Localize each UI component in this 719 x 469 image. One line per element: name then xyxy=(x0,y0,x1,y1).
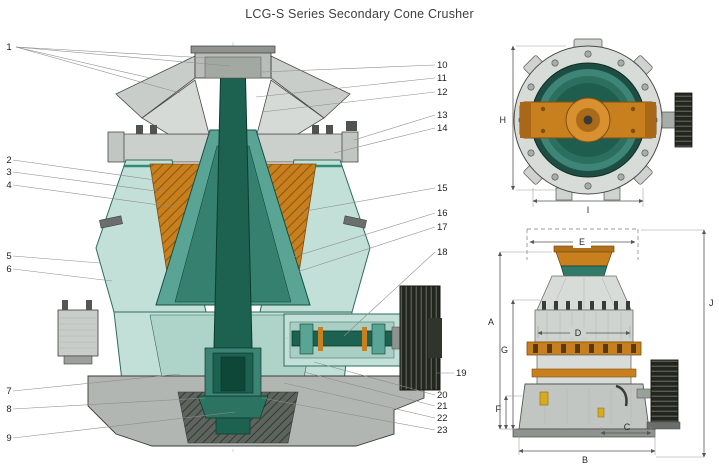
bevel-gear xyxy=(197,395,269,419)
stud-row xyxy=(542,301,630,310)
dim-c-label: C xyxy=(624,422,631,432)
callout-leaders xyxy=(12,46,454,439)
side-view: E A G F J D C xyxy=(488,228,714,465)
callout-12: 12 xyxy=(437,87,448,98)
grease-fitting-icon xyxy=(539,391,549,406)
feed-hopper xyxy=(115,45,351,135)
callout-3: 3 xyxy=(6,167,11,178)
callout-16: 16 xyxy=(437,208,448,219)
callout-17: 17 xyxy=(437,222,448,233)
callout-21: 21 xyxy=(437,401,448,412)
flange-bolt-row xyxy=(533,344,636,353)
callout-23: 23 xyxy=(437,425,448,436)
oil-pipe xyxy=(615,384,628,407)
side-hopper xyxy=(555,251,613,267)
flange-ring xyxy=(526,341,642,356)
page-title: LCG-S Series Secondary Cone Crusher xyxy=(245,7,474,21)
eccentric-assembly xyxy=(204,347,262,397)
main-shaft xyxy=(213,49,253,349)
callout-19: 19 xyxy=(456,368,467,379)
callout-7: 7 xyxy=(6,386,11,397)
wall-studs xyxy=(99,215,367,229)
ring-bolt-row xyxy=(136,125,333,134)
callout-5: 5 xyxy=(6,251,11,262)
support-foot xyxy=(57,300,99,365)
callout-4: 4 xyxy=(6,180,11,191)
top-view-shaft xyxy=(661,111,677,129)
top-view-pulley xyxy=(674,92,693,148)
callout-11: 11 xyxy=(437,73,447,84)
dim-f-label: F xyxy=(496,404,502,414)
callout-numbers: 1 2 3 4 5 6 7 8 9 10 11 12 13 14 15 16 1… xyxy=(6,42,466,444)
callout-6: 6 xyxy=(6,264,11,275)
dim-d-label: D xyxy=(575,328,582,338)
dim-b-label: B xyxy=(582,455,588,465)
sectional-view xyxy=(57,42,442,452)
countershaft-assembly xyxy=(283,313,440,367)
callout-10: 10 xyxy=(437,60,448,71)
side-view-pulley xyxy=(650,359,679,423)
dim-i-label: I xyxy=(587,205,590,215)
dim-e-label: E xyxy=(579,237,585,247)
callout-15: 15 xyxy=(437,183,448,194)
ring-bolt-icon xyxy=(346,121,357,131)
dim-h-label: H xyxy=(500,115,507,125)
dim-g-label: G xyxy=(501,345,508,355)
base-frame xyxy=(87,375,425,447)
callout-13: 13 xyxy=(437,110,448,121)
callout-20: 20 xyxy=(437,390,448,401)
callout-9: 9 xyxy=(6,433,11,444)
dim-j-label: J xyxy=(709,298,714,308)
callout-1: 1 xyxy=(6,42,11,53)
side-view-dimensions: E A G F J D C xyxy=(488,229,714,465)
top-view: H I xyxy=(500,38,693,215)
callout-2: 2 xyxy=(6,155,11,166)
callout-18: 18 xyxy=(437,247,448,258)
drive-pulley xyxy=(399,285,442,391)
dim-a-label: A xyxy=(488,317,494,327)
callout-14: 14 xyxy=(437,123,448,134)
side-view-body xyxy=(512,245,681,438)
callout-8: 8 xyxy=(6,404,11,415)
callout-22: 22 xyxy=(437,413,448,424)
